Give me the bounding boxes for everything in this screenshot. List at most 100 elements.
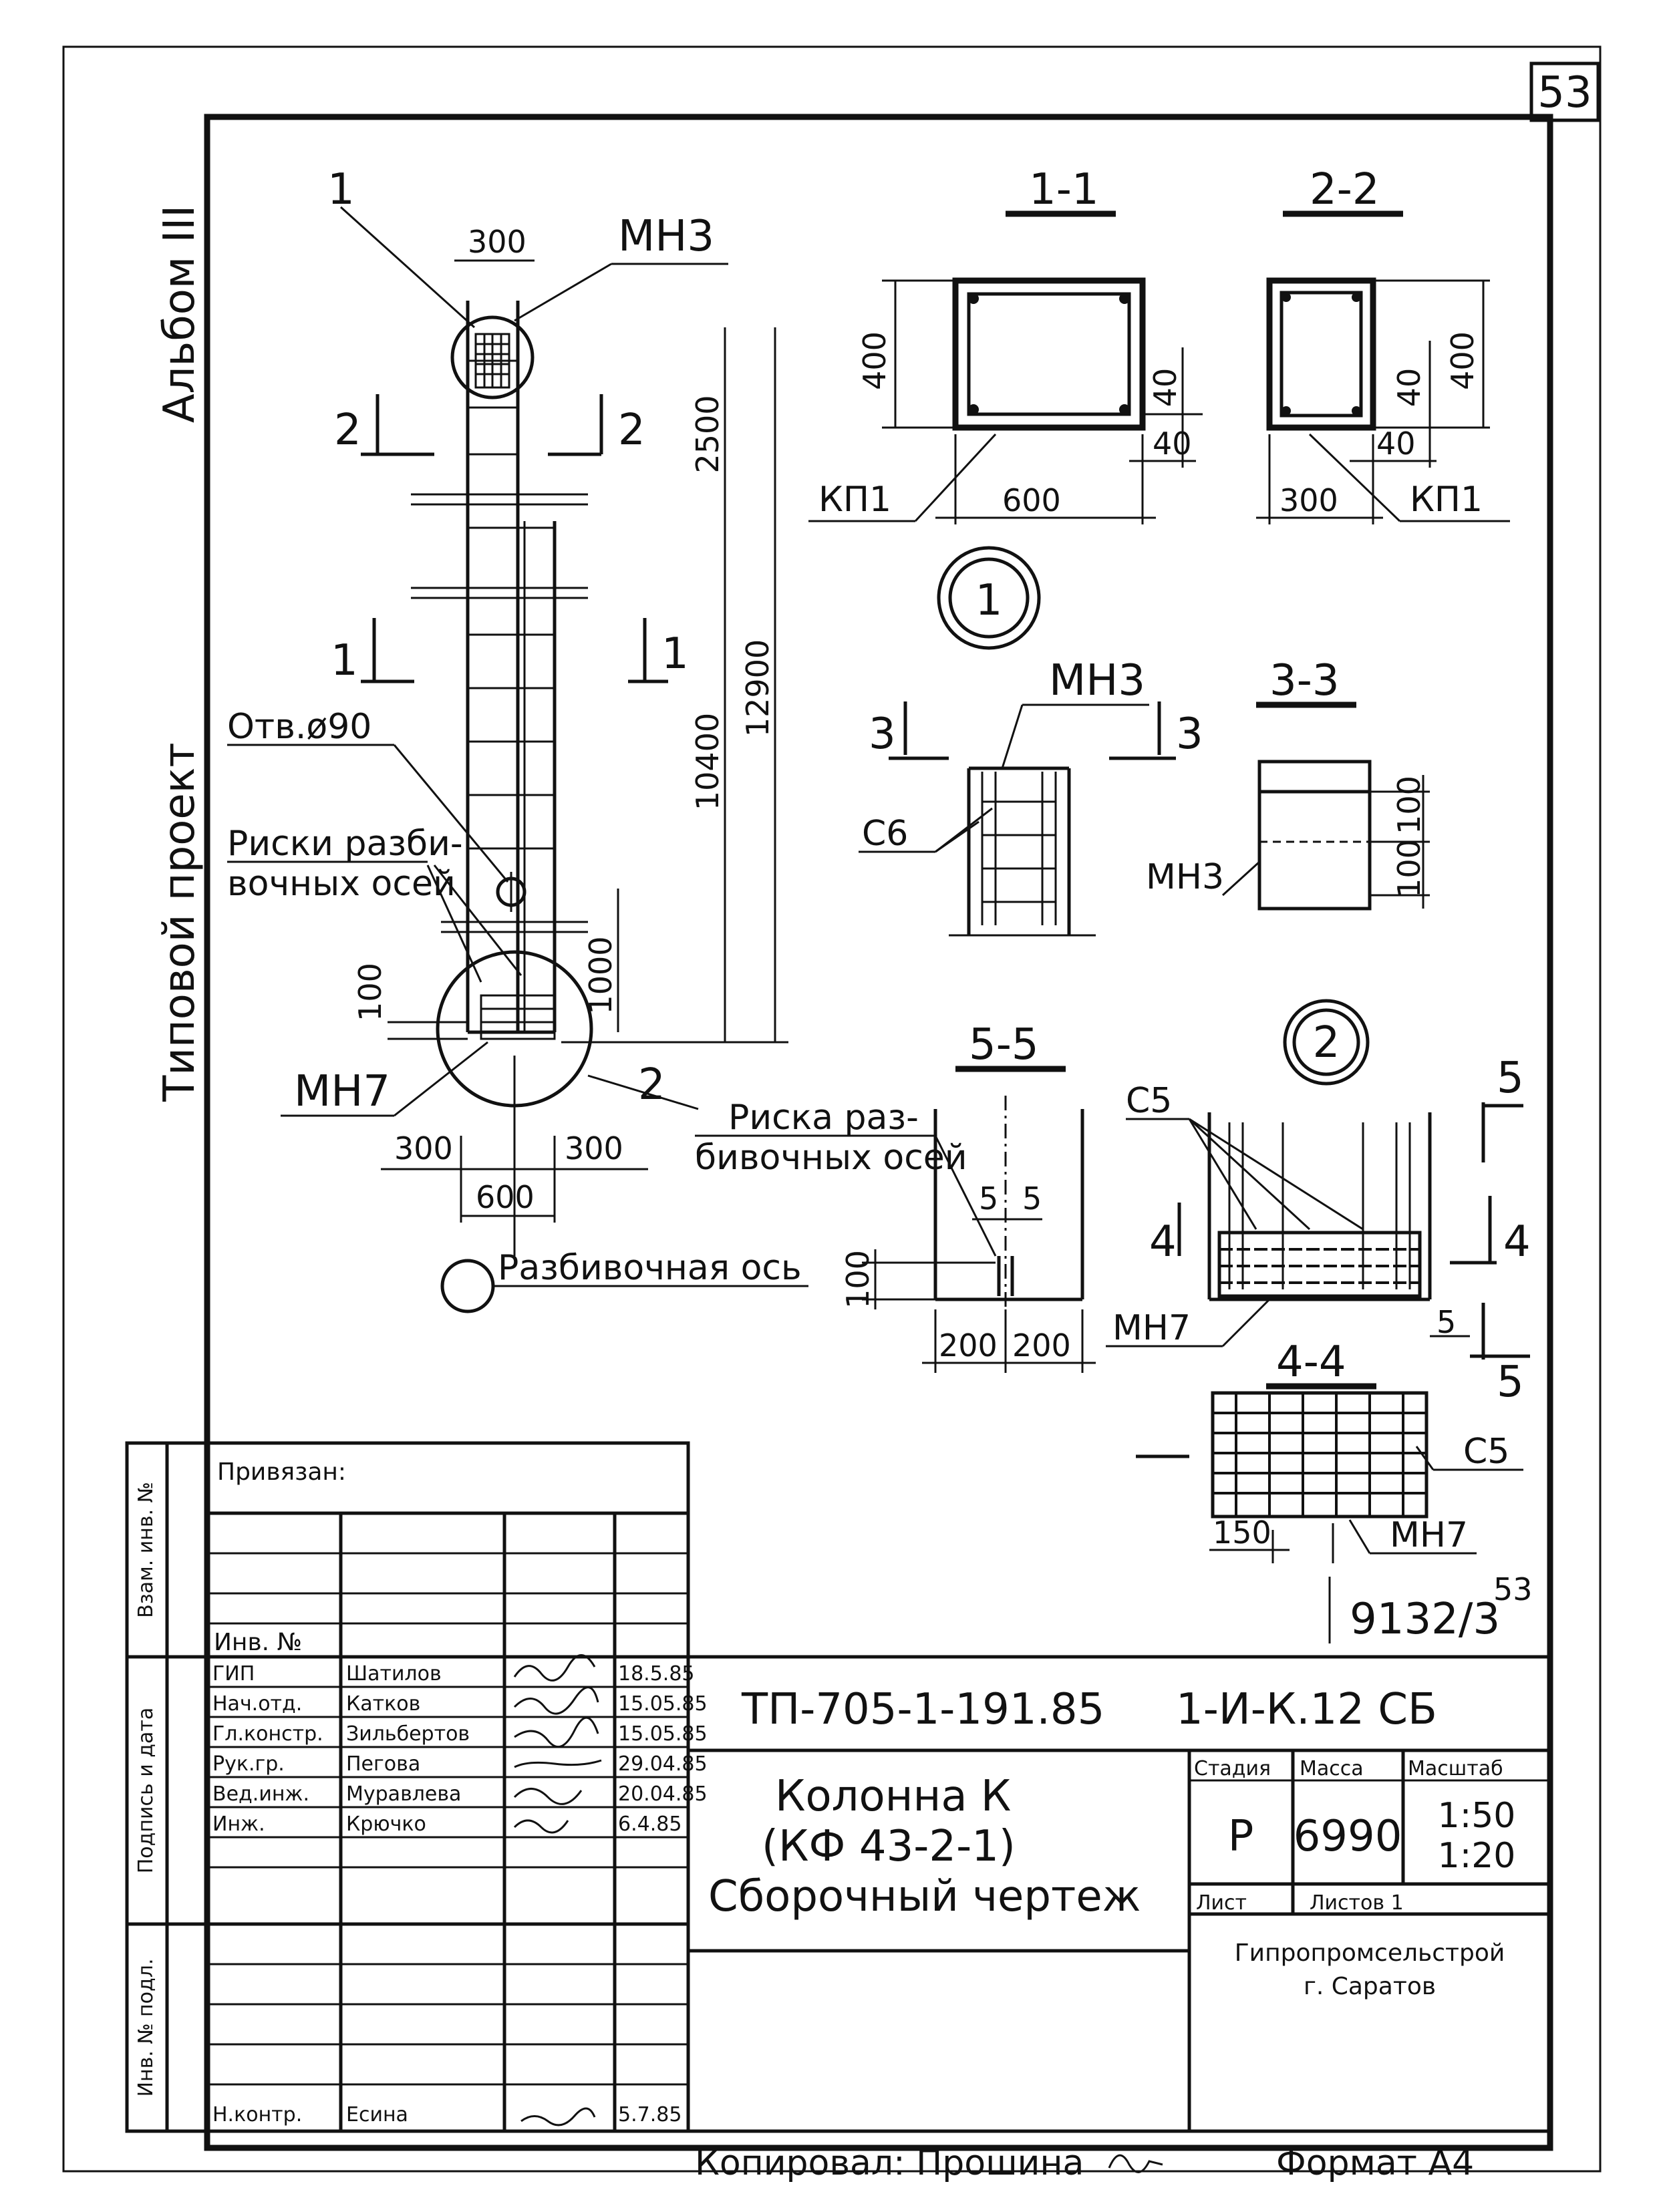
s55-dim-200a: 200 [939, 1327, 998, 1364]
date-cell: 18.5.85 [618, 1662, 695, 1686]
node2-mn7: МН7 [1112, 1308, 1191, 1348]
organization: Гипропромсельстрой [1235, 1939, 1505, 1967]
outer-trim [62, 45, 1602, 2173]
side-field-replace: Взам. инв. № [134, 1482, 158, 1618]
node1-cut3-left: 3 [869, 709, 896, 759]
node2-dim-5: 5 [1437, 1304, 1456, 1340]
axis-label: Разбивочная ось [498, 1248, 802, 1288]
project-number: ТП-705-1-191.85 [741, 1685, 1104, 1734]
s22-kp1: КП1 [1410, 480, 1483, 520]
role-cell: ГИП [212, 1662, 255, 1686]
s11-dim-40b: 40 [1153, 426, 1192, 462]
s55-risk-line1: Риска раз- [728, 1098, 919, 1138]
sheet-code: 1-И-К.12 СБ [1176, 1685, 1437, 1734]
organization-city: г. Саратов [1304, 1973, 1436, 2000]
signature-row: Вед.инж. Муравлева 20.04.85 [212, 1782, 708, 1806]
signature-row: Рук.гр. Пегова 29.04.85 [212, 1752, 708, 1776]
node2-c5: С5 [1126, 1081, 1172, 1121]
node1-cut3-right: 3 [1176, 709, 1203, 759]
node-1-mark: 1 [327, 165, 355, 214]
dim-10400: 10400 [690, 713, 726, 810]
role-cell: Вед.инж. [212, 1782, 309, 1806]
node-2-number: 2 [1313, 1018, 1340, 1068]
scale-value-2: 1:20 [1438, 1836, 1516, 1876]
date-cell: 15.05.85 [618, 1692, 708, 1716]
mass-value: 6990 [1294, 1812, 1402, 1861]
signature-row: Инж. Крючко 6.4.85 [212, 1812, 682, 1836]
mn3-label: МН3 [618, 212, 714, 261]
mn7-label: МН7 [294, 1067, 390, 1116]
section-2-2-drawing [1256, 277, 1490, 524]
dim-2500: 2500 [690, 395, 726, 473]
tied-label: Привязан: [217, 1458, 346, 1486]
side-field-inventory: Инв. № подл. [134, 1959, 158, 2097]
role-cell: Нач.отд. [212, 1692, 302, 1716]
axis-risks-line2: вочных осей [227, 864, 456, 904]
node-2-circle [1283, 999, 1370, 1086]
name-cell: Пегова [346, 1752, 420, 1776]
signature-scribbles [513, 1654, 602, 2126]
sheets-header: Листов 1 [1310, 1891, 1404, 1915]
s55-risk-line2: бивочных осей [695, 1138, 967, 1178]
signature-row: Нач.отд. Катков 15.05.85 [212, 1692, 708, 1716]
inner-frame [204, 114, 1553, 2151]
dim-300-left: 300 [394, 1130, 453, 1166]
copier-signature [1108, 2154, 1163, 2173]
node-1-drawing [949, 766, 1096, 937]
s44-mn7: МН7 [1390, 1515, 1468, 1555]
dim-300-top: 300 [468, 224, 526, 260]
s55-dim-5b: 5 [1022, 1180, 1042, 1217]
role-cell: Инж. [212, 1812, 265, 1836]
project-type-caption: Типовой проект [155, 742, 204, 1102]
signature-row: Гл.констр. Зильбертов 15.05.85 [212, 1722, 708, 1746]
role-cell: Н.контр. [212, 2103, 302, 2126]
title-block [125, 1441, 1552, 2133]
s55-dim-5a: 5 [979, 1180, 998, 1217]
signature-row: ГИП Шатилов 18.5.85 [212, 1662, 695, 1686]
name-cell: Муравлева [346, 1782, 461, 1806]
role-cell: Рук.гр. [212, 1752, 285, 1776]
node2-cut4-right: 4 [1503, 1217, 1531, 1267]
name-cell: Катков [346, 1692, 420, 1716]
cut-1-right: 1 [661, 629, 689, 679]
code-53: 53 [1493, 1571, 1533, 1607]
node2-cut4-left: 4 [1149, 1217, 1177, 1267]
date-cell: 15.05.85 [618, 1722, 708, 1746]
section-4-4-title: 4-4 [1276, 1337, 1346, 1387]
dim-600-bottom: 600 [476, 1179, 535, 1215]
s55-dim-100: 100 [840, 1250, 876, 1309]
page-number: 53 [1537, 68, 1592, 118]
section-1-1-title: 1-1 [1029, 165, 1099, 214]
sheet-header: Лист [1196, 1891, 1247, 1915]
name-cell: Зильбертов [346, 1722, 470, 1746]
section-5-5-title: 5-5 [969, 1020, 1039, 1070]
axis-risks-line1: Риски разби- [227, 824, 463, 864]
node-2-drawing [1207, 1112, 1432, 1301]
s44-c5: С5 [1463, 1432, 1509, 1472]
node1-mn3: МН3 [1049, 656, 1145, 705]
s33-dim-100b: 100 [1391, 839, 1427, 898]
s33-dim-100a: 100 [1391, 776, 1427, 834]
s22-dim-40a: 40 [1391, 368, 1427, 408]
s22-dim-400: 400 [1445, 331, 1481, 390]
dim-12900: 12900 [740, 639, 776, 737]
s33-mn3: МН3 [1146, 857, 1224, 897]
date-cell: 20.04.85 [618, 1782, 708, 1806]
dim-1000: 1000 [583, 936, 619, 1014]
node2-cut5-bottom: 5 [1497, 1358, 1524, 1407]
cut-2-right: 2 [618, 406, 645, 455]
name-cell: Есина [346, 2103, 408, 2126]
drawing-code: 9132/3 [1350, 1595, 1500, 1644]
section-3-3-title: 3-3 [1269, 656, 1340, 705]
section-3-3-drawing [1257, 760, 1430, 911]
side-field-signature: Подпись и дата [134, 1708, 158, 1874]
date-cell: 6.4.85 [618, 1812, 682, 1836]
node1-c6: С6 [862, 814, 908, 854]
node-1-number: 1 [975, 576, 1003, 625]
item-name-line3: Сборочный чертеж [708, 1872, 1141, 1921]
date-cell: 29.04.85 [618, 1752, 708, 1776]
inv-label: Инв. № [214, 1629, 302, 1656]
name-cell: Крючко [346, 1812, 426, 1836]
